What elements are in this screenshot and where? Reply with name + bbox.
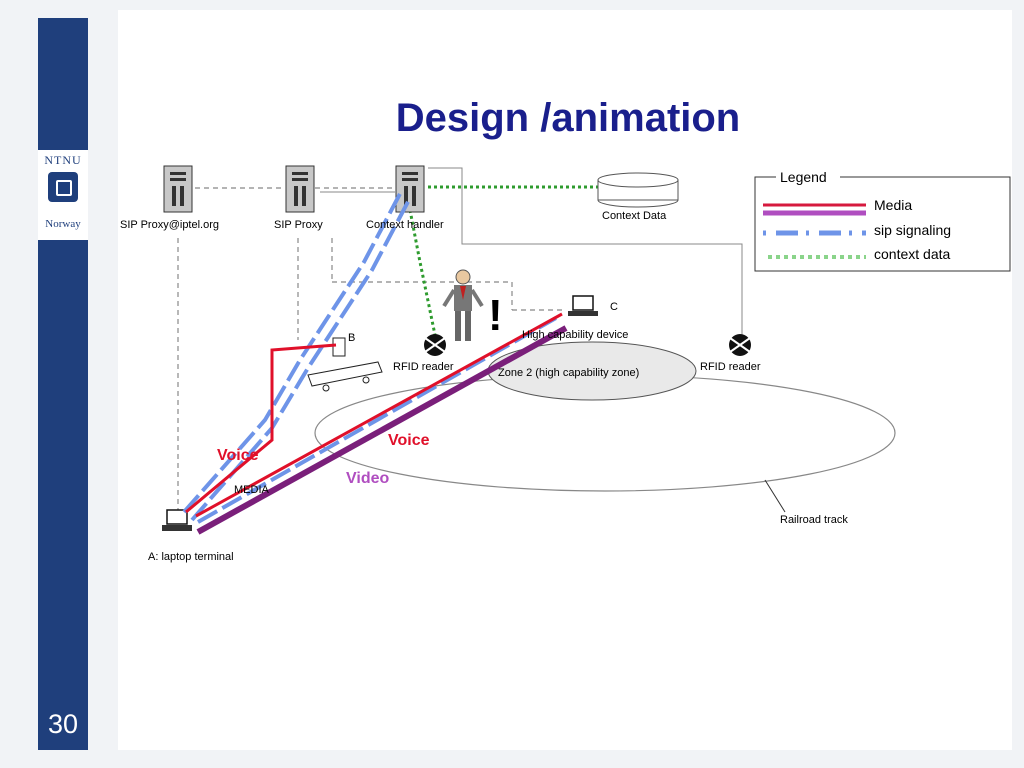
label-media: MEDIA	[234, 484, 270, 496]
label-rfid-reader-right: RFID reader	[700, 361, 761, 373]
server-sip-proxy-iptel-icon	[163, 165, 193, 213]
label-zone2: Zone 2 (high capability zone)	[498, 367, 639, 379]
label-device-c: C	[610, 301, 618, 313]
legend-media-label: Media	[874, 197, 912, 213]
context-data-db-icon	[597, 172, 679, 208]
sidebar	[38, 18, 88, 750]
slide-title: Design /animation	[395, 96, 741, 140]
context-data-lines	[408, 185, 598, 336]
logo-mark-icon	[48, 172, 78, 202]
person-icon	[442, 269, 484, 341]
label-video: Video	[346, 470, 390, 487]
rfid-reader-left-icon	[424, 334, 446, 356]
label-voice-left: Voice	[217, 447, 259, 464]
train-b-icon	[307, 337, 383, 392]
laptop-c-icon	[568, 295, 598, 316]
label-context-handler: Context handler	[366, 219, 444, 231]
railroad-callout-line	[764, 479, 786, 513]
logo-bottom-text: Norway	[45, 218, 81, 230]
server-context-handler-icon	[395, 165, 425, 213]
label-sip-proxy-iptel: SIP Proxy@iptel.org	[120, 219, 219, 231]
legend-box	[754, 176, 1011, 272]
label-laptop-a: A: laptop terminal	[148, 551, 234, 563]
media-video-line	[196, 325, 568, 535]
label-train-b: B	[348, 332, 355, 344]
legend-sip-label: sip signaling	[874, 222, 951, 238]
laptop-a-icon	[162, 509, 192, 531]
label-voice-center: Voice	[388, 432, 430, 449]
context-links	[320, 167, 743, 336]
label-railroad-track: Railroad track	[780, 514, 848, 526]
label-context-data: Context Data	[602, 210, 667, 222]
label-rfid-reader-left: RFID reader	[393, 361, 454, 373]
legend-context-label: context data	[874, 246, 950, 262]
legend-title: Legend	[780, 169, 827, 185]
label-sip-proxy: SIP Proxy	[274, 219, 323, 231]
ntnu-logo: NTNU Norway	[38, 150, 88, 240]
page-number: 30	[47, 709, 79, 739]
server-sip-proxy-icon	[285, 165, 315, 213]
legend: Legend Media sip signaling context data	[754, 169, 1011, 272]
media-voice-lines	[185, 312, 563, 518]
rfid-reader-right-icon	[729, 334, 751, 356]
sip-signaling-lines	[182, 189, 557, 524]
label-high-capability-device: High capability device	[522, 329, 628, 341]
alert-mark: !	[488, 291, 503, 340]
logo-top-text: NTNU	[44, 153, 82, 167]
